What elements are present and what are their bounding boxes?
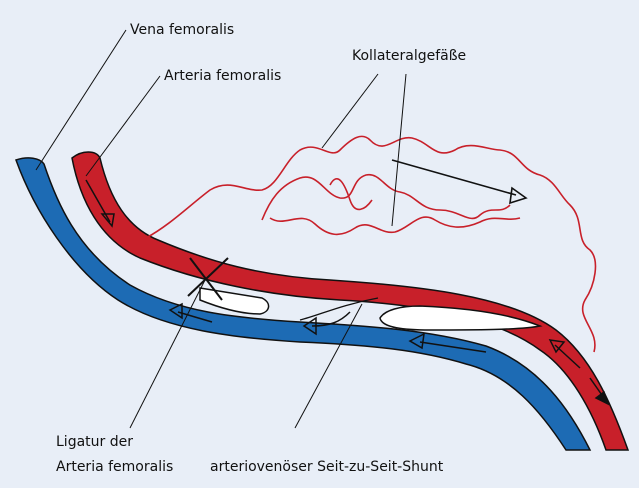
label-ligatur-line2: Arteria femoralis <box>56 459 173 475</box>
label-kollateralgefaesse: Kollateralgefäße <box>352 48 466 64</box>
label-arteria-femoralis: Arteria femoralis <box>164 68 281 84</box>
collateral-vessel-2 <box>262 175 510 220</box>
label-ligatur-line1: Ligatur der <box>56 434 133 450</box>
leader-kollateral-2 <box>392 74 406 226</box>
label-shunt: arteriovenöser Seit-zu-Seit-Shunt <box>210 459 444 475</box>
shunt-gap-left <box>200 288 269 314</box>
leader-vena-femoralis <box>36 30 126 170</box>
leader-kollateral-1 <box>322 74 378 148</box>
leader-arteria-femoralis <box>86 76 160 176</box>
label-vena-femoralis: Vena femoralis <box>130 22 234 38</box>
collateral-vessel-3 <box>270 217 520 234</box>
